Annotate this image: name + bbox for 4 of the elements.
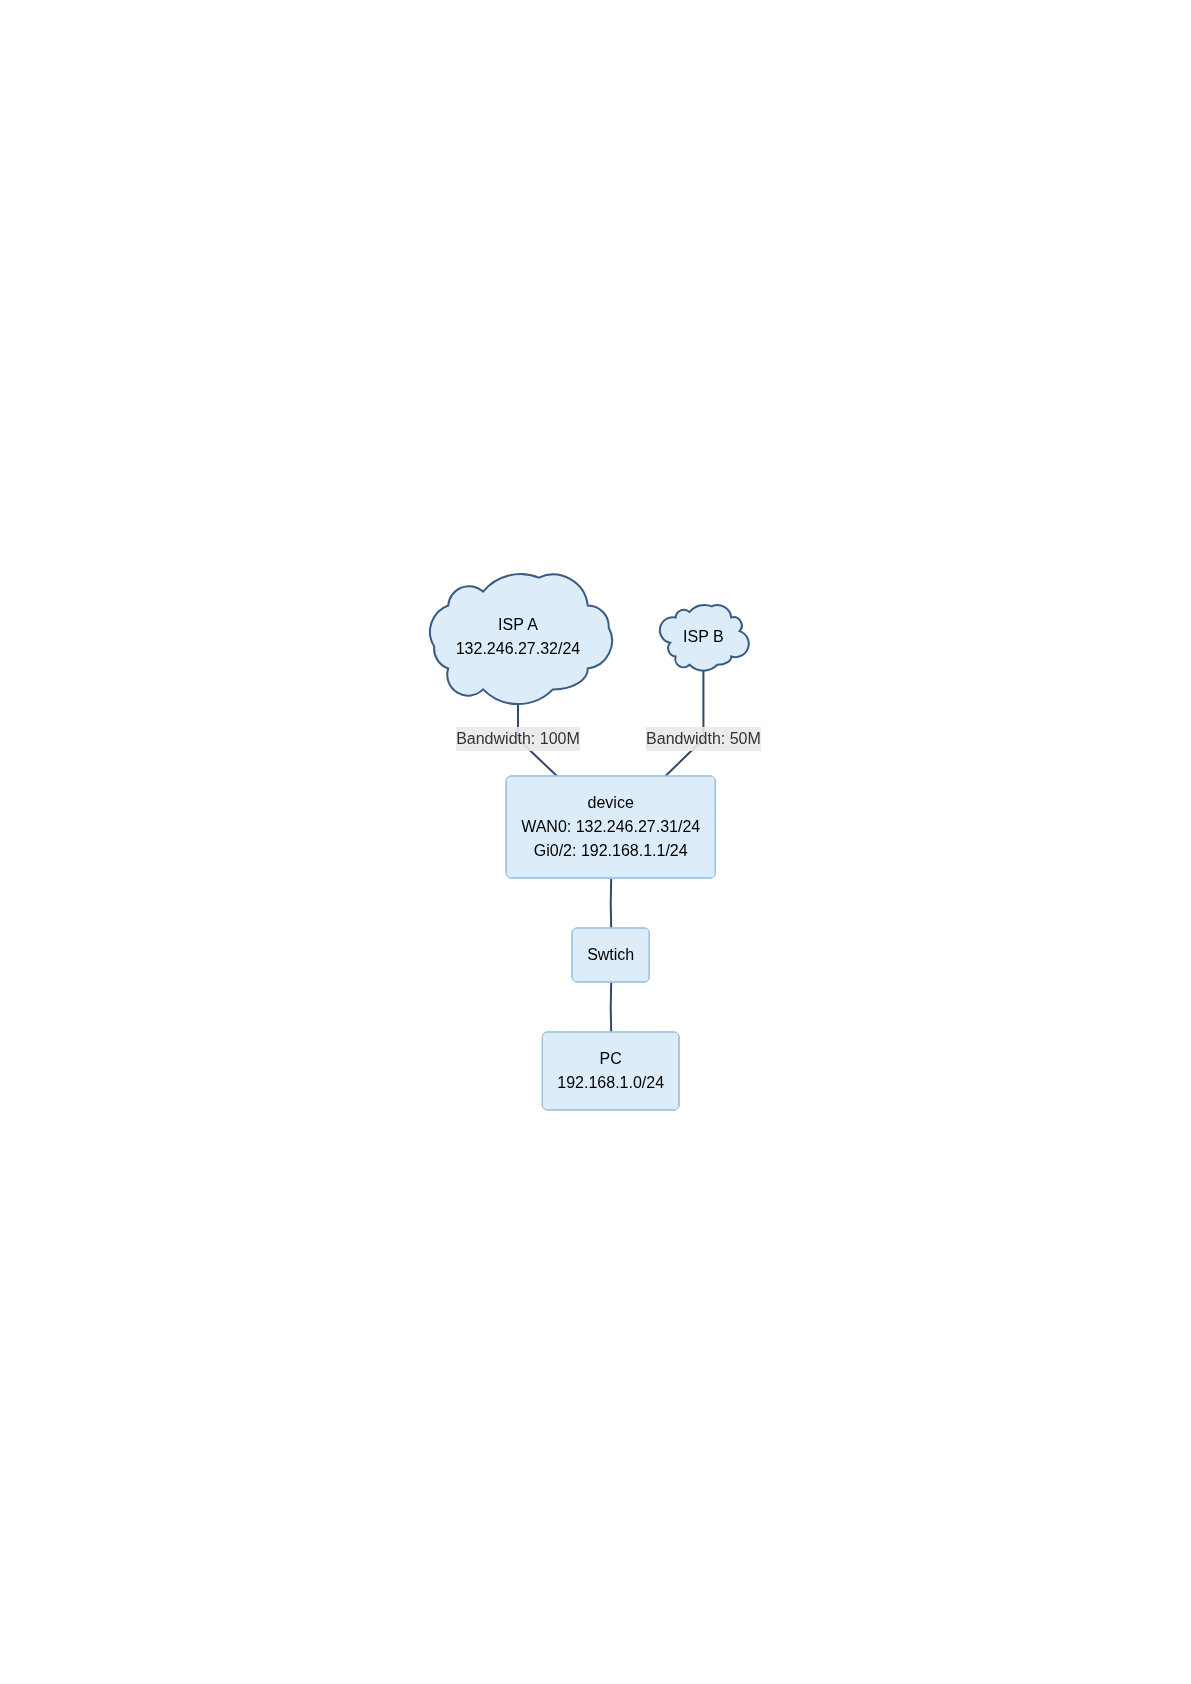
edge-label: Bandwidth: 100M: [456, 730, 580, 748]
connector: [609, 877, 613, 930]
edge-label: Bandwidth: 50M: [646, 730, 761, 748]
connector: [609, 981, 613, 1034]
